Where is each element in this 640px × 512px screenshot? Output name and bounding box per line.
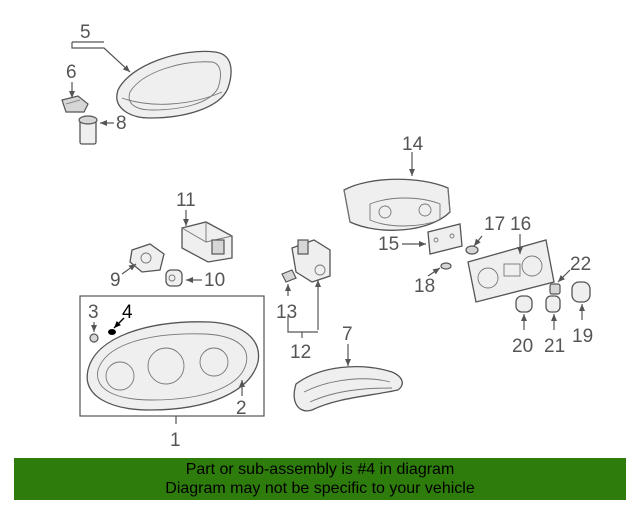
callout-14: 14 (402, 134, 424, 155)
part-22-small-knob (549, 283, 561, 295)
callout-21: 21 (544, 336, 565, 357)
callout-18: 18 (414, 276, 435, 297)
callout-22: 22 (570, 254, 591, 275)
part-12-bracket (291, 239, 331, 283)
banner-line-2: Diagram may not be specific to your vehi… (165, 480, 475, 497)
parts-diagram: 5 6 8 11 9 10 13 1 (61, 22, 593, 451)
part-19-knob (571, 281, 591, 303)
banner-line-1: Part or sub-assembly is #4 in diagram (185, 461, 455, 478)
part-8-knob (78, 115, 98, 145)
callout-1: 1 (170, 430, 181, 451)
callout-4: 4 (122, 302, 133, 323)
callout-7: 7 (342, 324, 353, 345)
callout-6: 6 (66, 62, 77, 83)
part-18-ring (440, 262, 452, 270)
callout-20: 20 (512, 336, 533, 357)
callout-2: 2 (236, 398, 247, 419)
callout-12: 12 (290, 342, 311, 363)
part-11-module (181, 221, 233, 263)
part-9-sensor (129, 243, 165, 273)
callout-3: 3 (88, 302, 99, 323)
callout-19: 19 (572, 326, 593, 347)
callout-17: 17 (484, 214, 505, 235)
part-7-duct (293, 365, 403, 412)
part-16-control-panel (467, 239, 555, 303)
callout-8: 8 (116, 113, 127, 134)
callout-16: 16 (510, 214, 531, 235)
part-4-bulb (108, 329, 116, 335)
part-13-clip (281, 269, 297, 283)
part-1-combination-meter (86, 321, 260, 411)
callout-5: 5 (80, 22, 91, 43)
part-5-meter-hood (116, 50, 232, 119)
part-14-center-box (343, 178, 451, 231)
part-3-screw (89, 333, 99, 343)
callout-10: 10 (204, 270, 225, 291)
info-banner: Part or sub-assembly is #4 in diagram Di… (14, 458, 626, 500)
part-6-switch (61, 95, 89, 113)
part-20-knob (515, 295, 533, 313)
meter-assembly-box (79, 295, 265, 417)
callout-11: 11 (176, 190, 196, 211)
part-10-socket (165, 269, 183, 287)
part-15-plate (427, 223, 463, 255)
callout-15: 15 (378, 234, 399, 255)
part-21-knob (545, 295, 561, 313)
part-17-ring (465, 245, 479, 255)
callout-9: 9 (110, 270, 121, 291)
callout-13: 13 (276, 302, 297, 323)
